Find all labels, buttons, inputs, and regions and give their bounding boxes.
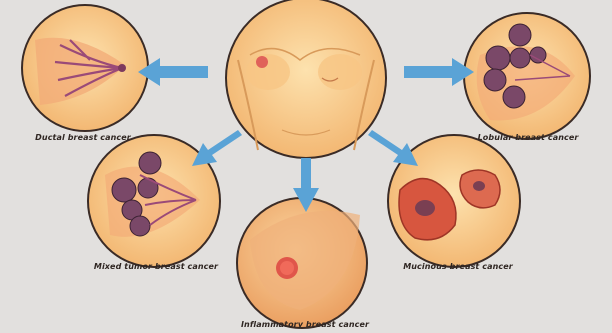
label-mucinous: Mucinous breast cancer xyxy=(403,262,513,271)
arrow-to-mixed xyxy=(192,130,242,166)
label-mixed: Mixed tumor breast cancer xyxy=(94,262,218,271)
ductal-circle xyxy=(22,5,148,131)
label-ductal: Ductal breast cancer xyxy=(35,133,131,142)
torso-circle xyxy=(226,0,386,158)
inflammatory-circle xyxy=(237,198,367,328)
label-inflammatory: Inflammatory breast cancer xyxy=(241,320,369,329)
arrow-to-mucinous xyxy=(368,130,418,166)
lobular-circle xyxy=(464,13,590,139)
tumor-spot xyxy=(256,56,268,68)
label-lobular: Lobular breast cancer xyxy=(478,133,579,142)
